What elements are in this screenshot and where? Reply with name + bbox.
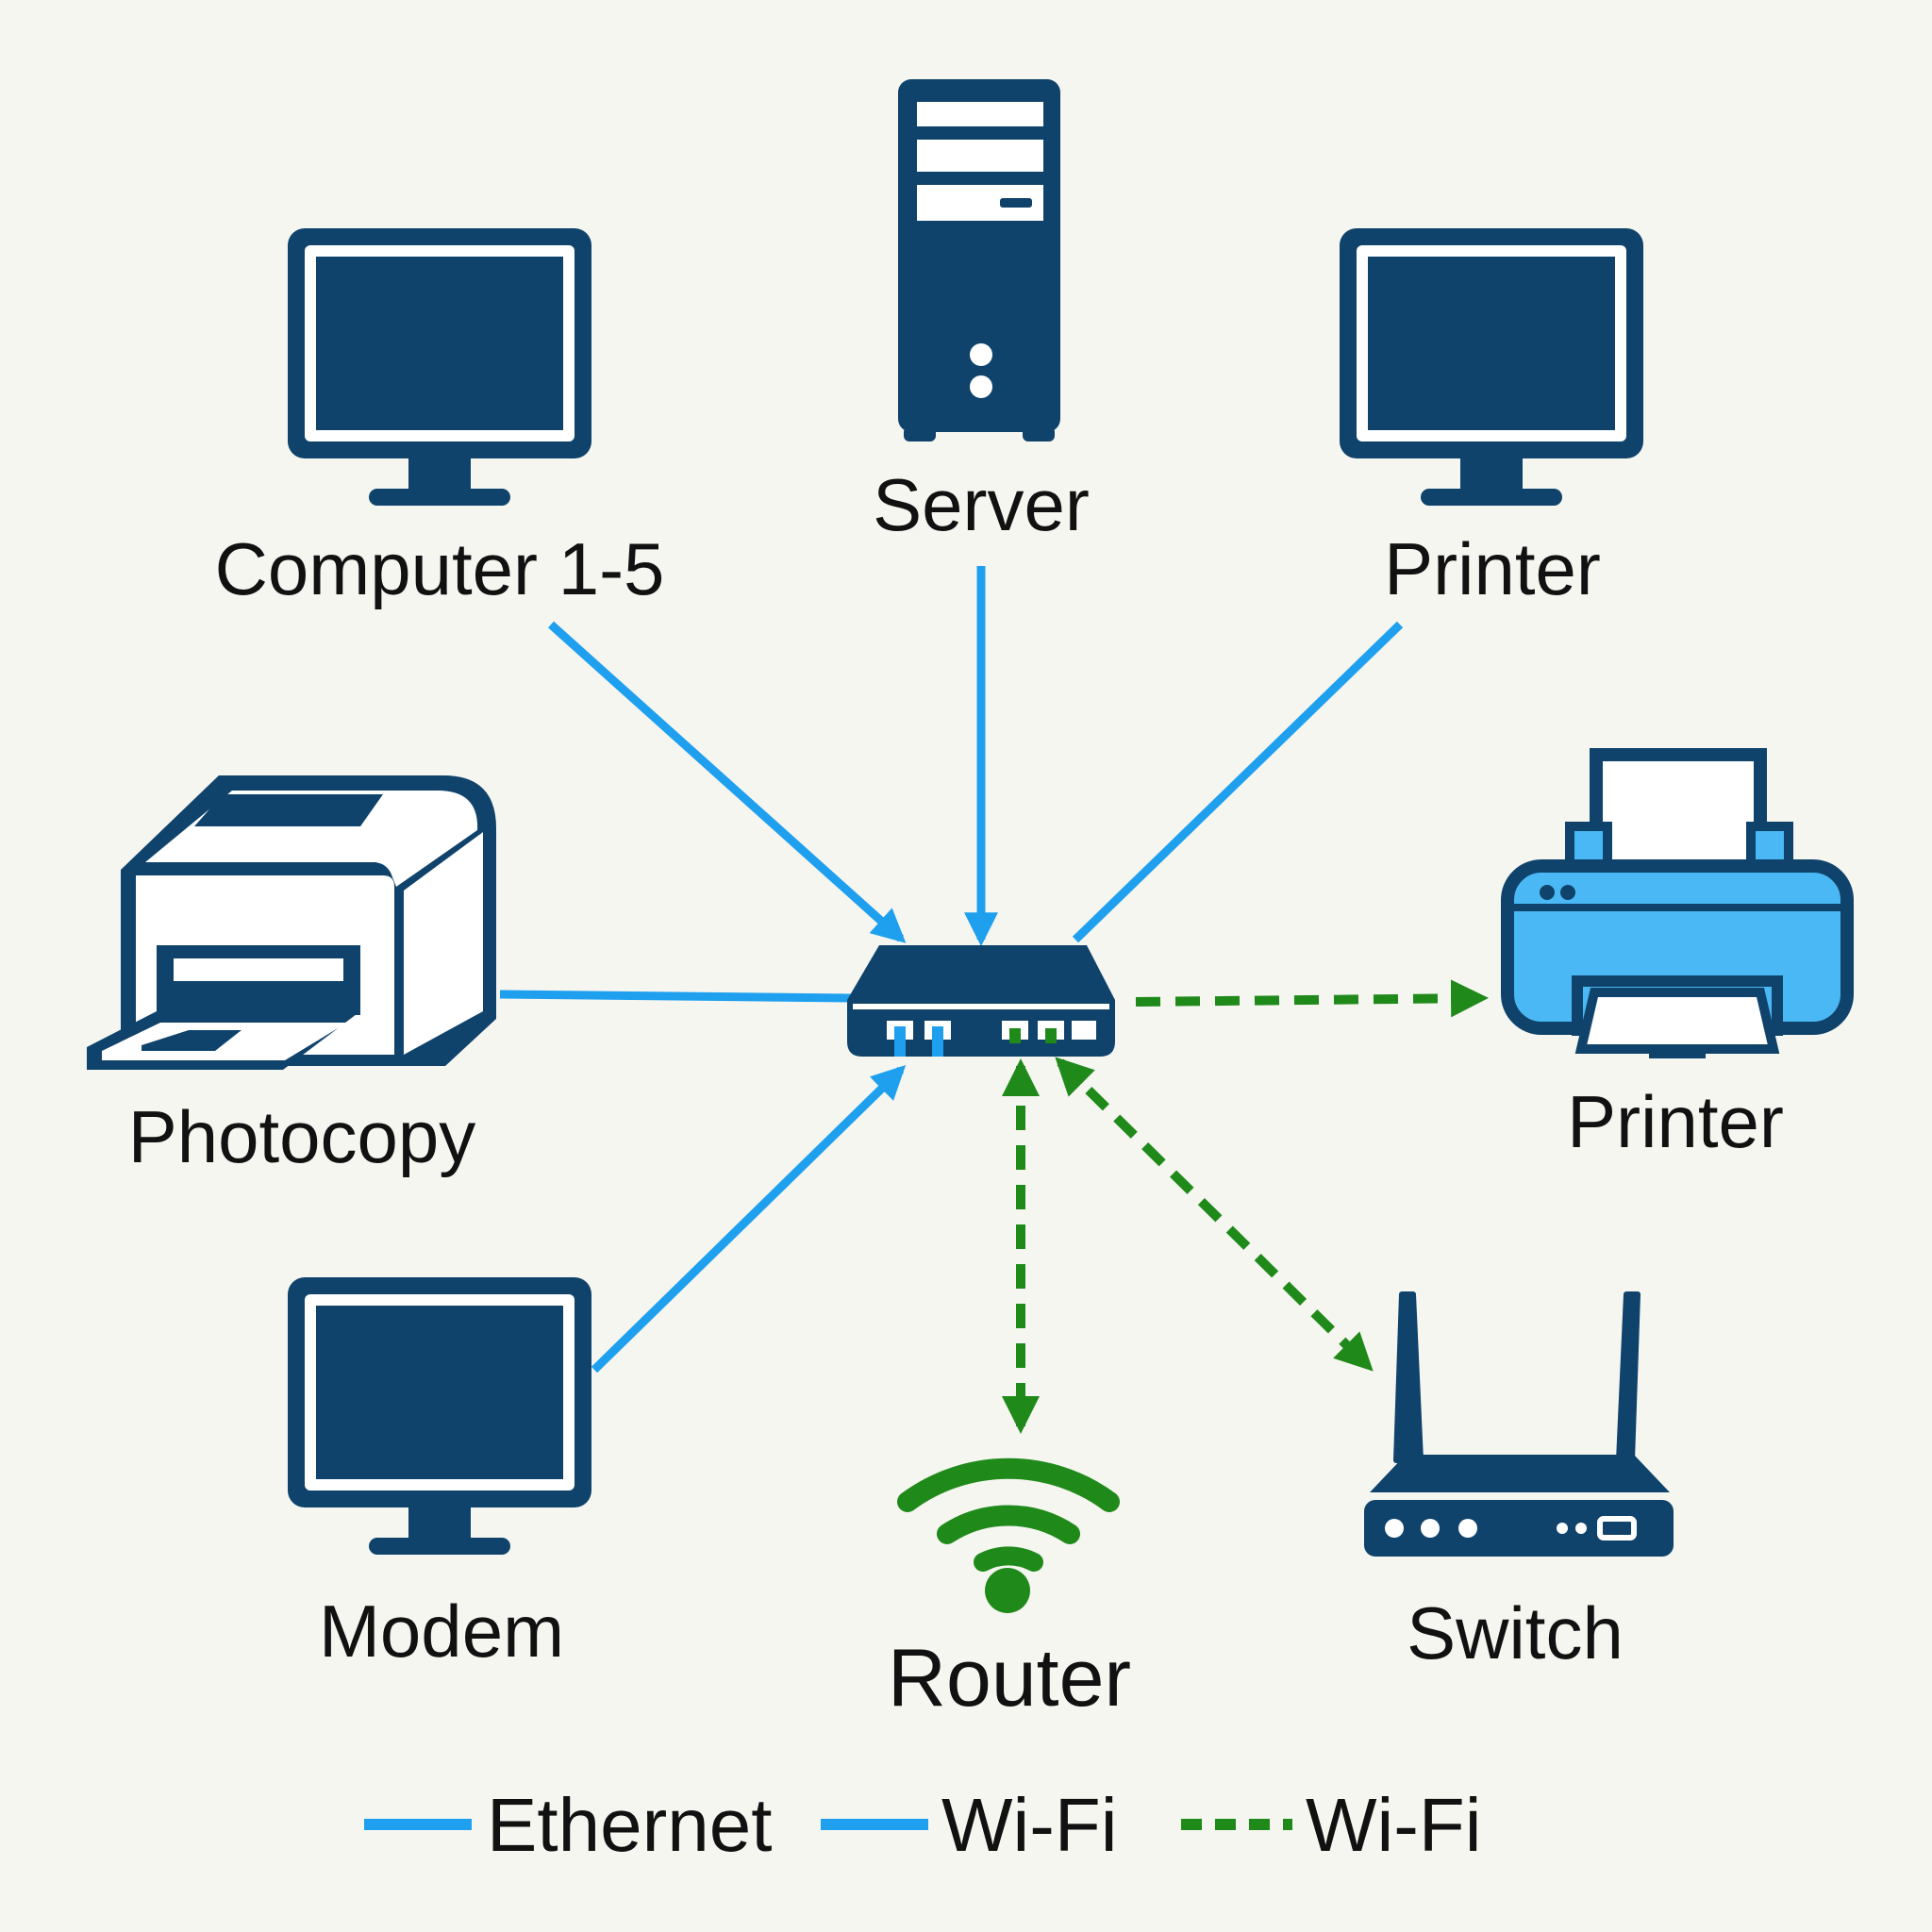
server-label: Server xyxy=(873,463,1090,546)
router-antenna-icon xyxy=(1364,1291,1674,1557)
network-hub-icon xyxy=(847,945,1115,1057)
legend-label-ethernet: Ethernet xyxy=(487,1783,772,1867)
switch-label: Switch xyxy=(1407,1591,1624,1674)
ethernet-link-modem xyxy=(591,1064,907,1374)
photocopy-label: Photocopy xyxy=(128,1095,476,1178)
legend-label-wifi-dashed: Wi-Fi xyxy=(1306,1783,1482,1867)
ethernet-link-computer xyxy=(547,621,907,943)
modem-label: Modem xyxy=(319,1590,564,1673)
printer-top-label: Printer xyxy=(1384,527,1601,610)
photocopier-icon xyxy=(87,775,496,1070)
legend: Ethernet Wi-Fi Wi-Fi xyxy=(364,1783,1482,1867)
ethernet-link-photocopy xyxy=(499,990,852,1003)
printer-icon xyxy=(1501,748,1854,1058)
wifi-link-switch xyxy=(1055,1057,1374,1372)
printer-right-label: Printer xyxy=(1567,1080,1784,1163)
connections xyxy=(499,566,1489,1434)
computer-label: Computer 1-5 xyxy=(215,527,665,610)
wifi-link-printer-right xyxy=(1135,979,1489,1018)
monitor-icon xyxy=(1340,228,1643,506)
monitor-icon xyxy=(288,1277,591,1555)
ethernet-link-printer-top xyxy=(1072,621,1404,943)
tower-server-icon xyxy=(898,79,1060,441)
monitor-icon xyxy=(288,228,591,506)
legend-label-wifi-solid: Wi-Fi xyxy=(941,1783,1118,1867)
wifi-signal-icon xyxy=(897,1457,1120,1613)
router-label: Router xyxy=(888,1633,1131,1724)
